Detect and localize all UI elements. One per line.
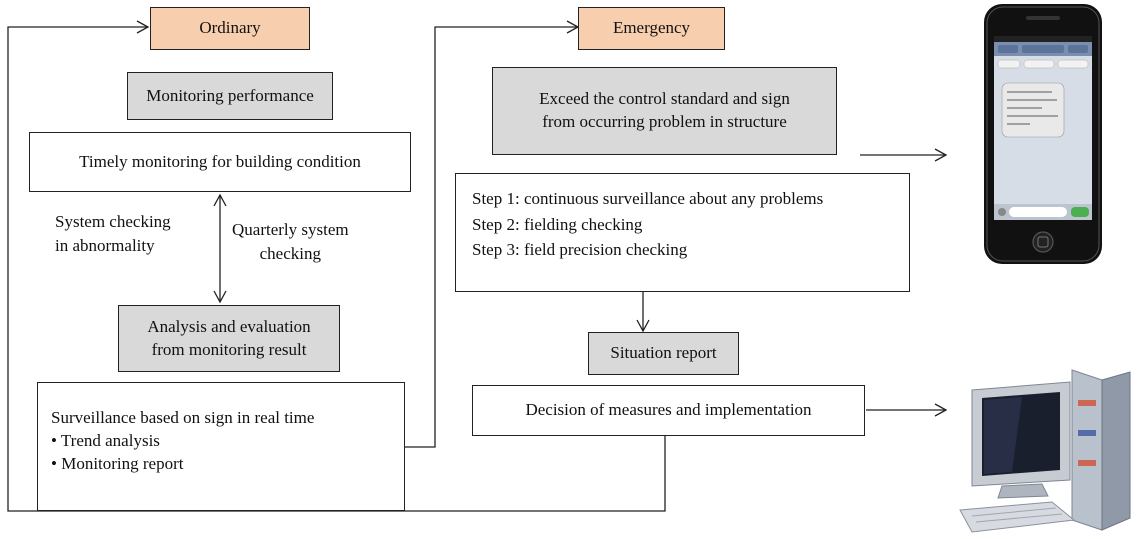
analysis-line-2: from monitoring result [151,339,307,359]
emergency-header-label: Emergency [612,18,691,38]
arrowhead-computer [934,403,948,417]
step-2: Step 2: fielding checking [472,214,643,234]
timely-monitoring-label: Timely monitoring for building condition [79,151,361,171]
emergency-header: Emergency [578,7,725,50]
arrowhead-phone [934,148,948,162]
decision-box: Decision of measures and implementation [472,385,865,436]
ordinary-header: Ordinary [150,7,310,50]
step-3: Step 3: field precision checking [472,240,688,259]
surveillance-bullet-trend: • Trend analysis [51,430,160,450]
smartphone-icon [984,4,1102,264]
timely-monitoring-box: Timely monitoring for building condition [29,132,411,192]
ordinary-header-label: Ordinary [199,18,261,38]
arrowhead-up [213,193,227,207]
analysis-evaluation-box: Analysis and evaluation from monitoring … [118,305,340,372]
exceed-line-1: Exceed the control standard and sign [539,89,790,109]
exceed-standard-box: Exceed the control standard and sign fro… [492,67,837,155]
quarterly-checking-line-1: Quarterly system [232,220,349,239]
surveillance-box: Surveillance based on sign in real time … [37,382,405,511]
surveillance-bullet-report: • Monitoring report [51,453,184,473]
surveillance-title: Surveillance based on sign in real time [51,408,315,427]
system-checking-line-1: System checking [55,212,171,231]
monitoring-performance-label: Monitoring performance [146,85,314,105]
situation-report-box: Situation report [588,332,739,375]
arrowhead-situation [636,319,650,333]
analysis-line-1: Analysis and evaluation [147,316,311,336]
loop-back-connector [7,26,666,512]
arrowhead-ordinary [136,20,150,34]
exceed-line-2: from occurring problem in structure [542,112,787,131]
step-1: Step 1: continuous surveillance about an… [472,189,824,208]
desktop-computer-icon [959,369,1131,533]
situation-report-label: Situation report [610,343,717,363]
quarterly-checking-line-2: checking [259,243,321,263]
quarterly-checking-label: Quarterly system checking [232,218,349,266]
system-checking-line-2: in abnormality [55,235,155,255]
arrowhead-down [213,290,227,304]
steps-box: Step 1: continuous surveillance about an… [455,173,910,292]
decision-label: Decision of measures and implementation [525,400,812,420]
monitoring-performance-box: Monitoring performance [127,72,333,120]
surveillance-to-emergency-connector [405,26,578,448]
system-checking-label: System checking in abnormality [55,210,171,258]
